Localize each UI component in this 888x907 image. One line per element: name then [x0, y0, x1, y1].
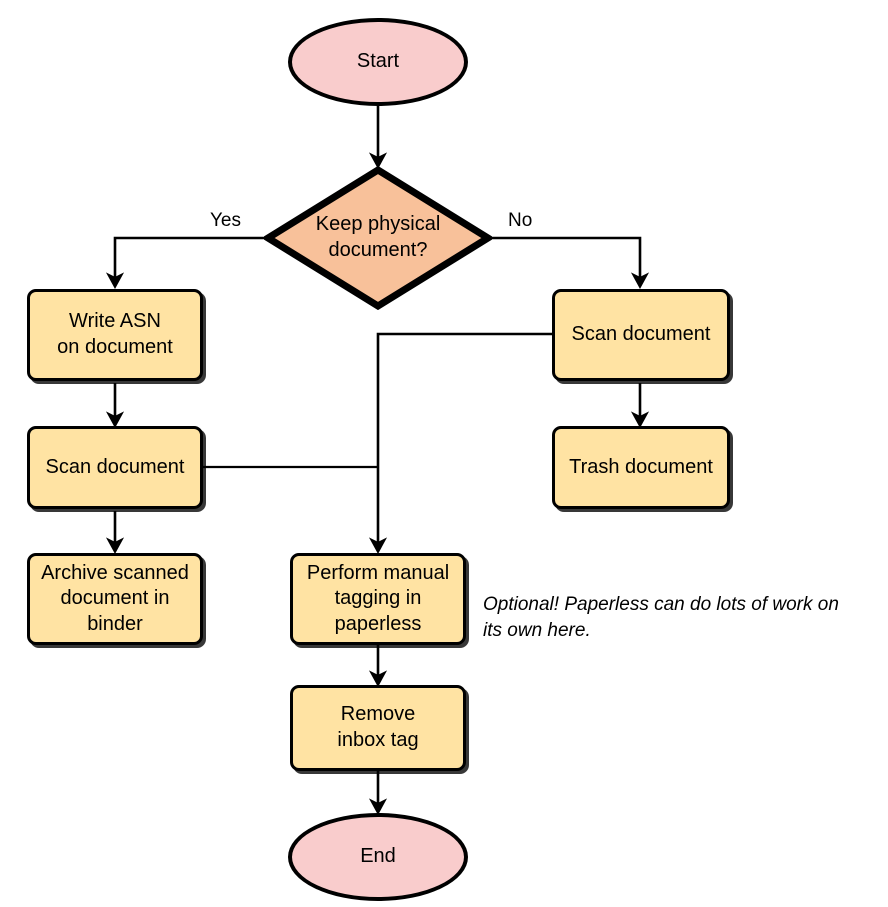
node-tagging-label-line1: Perform manual [306, 561, 450, 584]
node-archive-scanned-document[interactable]: Archive scanned document in binder [27, 553, 203, 645]
node-trash-document-label: Trash document [569, 455, 713, 478]
node-tagging-label: Perform manual tagging in paperless [307, 561, 449, 638]
node-scan-document-left-label: Scan document [45, 455, 185, 478]
node-write-asn-label-line1: Write ASN [69, 310, 161, 333]
node-scan-document-right[interactable]: Scan document [552, 289, 730, 381]
node-scan-document-left[interactable]: Scan document [27, 426, 203, 509]
node-remove-inbox-label-line2: inbox tag [337, 729, 419, 751]
node-write-asn-label: Write ASN on document [57, 309, 173, 360]
node-archive-label-line3: binder [87, 612, 143, 635]
node-remove-inbox-label-line1: Remove [340, 703, 416, 726]
annotation-optional-note: Optional! Paperless can do lots of work … [483, 592, 883, 643]
node-tagging-label-line3: paperless [334, 612, 422, 635]
node-perform-manual-tagging[interactable]: Perform manual tagging in paperless [290, 553, 466, 645]
node-write-asn-label-line2: on document [57, 336, 173, 358]
node-remove-inbox-tag[interactable]: Remove inbox tag [290, 685, 466, 771]
node-tagging-label-line2: tagging in [334, 587, 422, 610]
node-write-asn-on-document[interactable]: Write ASN on document [27, 289, 203, 381]
edge-decision-no [490, 236, 650, 290]
edge-label-no: No [508, 210, 533, 231]
node-archive-label-line2: document in [60, 587, 170, 610]
node-scan-document-right-label: Scan document [571, 323, 711, 346]
node-decision-label-line2: document? [328, 239, 428, 261]
node-decision-label-line1: Keep physical [315, 213, 441, 236]
node-decision-label: Keep physical document? [264, 212, 492, 263]
edge-label-yes: Yes [210, 210, 241, 231]
edge-scanright-to-tagging [368, 332, 552, 555]
node-end-label: End [360, 845, 396, 868]
node-trash-document[interactable]: Trash document [552, 426, 730, 509]
node-start[interactable]: Start [288, 18, 468, 106]
node-end[interactable]: End [288, 813, 468, 901]
node-decision-keep-physical-document[interactable]: Keep physical document? [264, 166, 492, 310]
node-start-label: Start [356, 50, 400, 73]
node-remove-inbox-label: Remove inbox tag [337, 702, 418, 753]
edge-decision-yes [105, 236, 266, 290]
diamond-shape [264, 166, 492, 310]
annotation-note-line1: Optional! Paperless can do lots of work … [483, 594, 839, 615]
node-archive-label: Archive scanned document in binder [41, 561, 189, 638]
annotation-note-line2: its own here. [483, 619, 591, 641]
node-archive-label-line1: Archive scanned [41, 561, 189, 584]
